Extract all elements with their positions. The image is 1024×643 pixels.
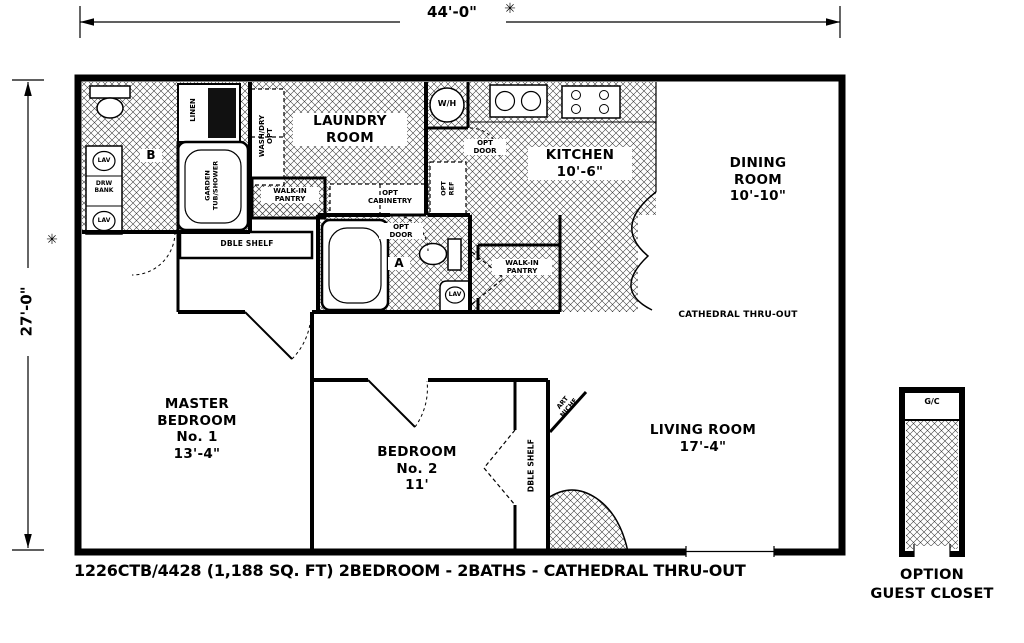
bottom-window [685, 546, 775, 557]
bank-line: BANK [94, 187, 114, 194]
cathedral-label: CATHEDRAL THRU-OUT [678, 310, 798, 320]
laundry-name-line1: LAUNDRY [313, 113, 387, 129]
opt-door-label-kitchen: OPT DOOR [464, 139, 506, 155]
lav-label-a: LAV [448, 291, 462, 298]
opt-ref-label: OPT REF [440, 169, 456, 209]
counters-and-curves [470, 82, 657, 553]
bath-b-letter: B [140, 149, 162, 162]
room-label-dining: DINING ROOM 10'-10" [712, 155, 804, 205]
kitchen-size: 10'-6" [556, 163, 604, 180]
room-label-bedroom2: BEDROOM No. 2 11' [364, 444, 470, 494]
exterior-walls [74, 74, 846, 556]
master-size: 13'-4" [173, 445, 221, 462]
lav-a [444, 286, 466, 304]
master-name-line2: BEDROOM [157, 412, 237, 429]
linen-label: LINEN [189, 98, 197, 122]
entry-tile-curve [547, 489, 629, 553]
dble-shelf-label-master: DBLE SHELF [220, 239, 274, 248]
opt-door2-line2: DOOR [389, 231, 413, 239]
opt-door-label-bath-a: OPT DOOR [379, 223, 423, 239]
plan-caption: 1226CTB/4428 (1,188 SQ. FT) 2BEDROOM - 2… [74, 561, 746, 580]
lav-label-b2: LAV [97, 217, 111, 224]
washer-dryer-label: WASH/DRY OPT [258, 108, 274, 164]
bedroom2-name: BEDROOM [377, 444, 457, 460]
kitchen-bar-curve [630, 191, 657, 311]
dim-width-label: 44'-0" [427, 3, 477, 21]
room-label-kitchen: KITCHEN 10'-6" [528, 147, 632, 180]
opt-cabinetry-label: OPT CABINETRY [352, 189, 428, 205]
interior-walls [82, 82, 588, 552]
opt-ref-line2: REF [447, 181, 455, 196]
guest-closet-structure [899, 387, 965, 557]
room-label-laundry: LAUNDRY ROOM [293, 113, 407, 146]
washdry-line1: WASH/DRY [258, 114, 266, 158]
water-heater-label: W/H [437, 99, 457, 108]
dimension-lines [12, 6, 841, 551]
kitchen-name: KITCHEN [545, 147, 615, 163]
dining-name-line2: ROOM [734, 171, 782, 188]
walkin2-line1: WALK-IN [505, 259, 539, 267]
walkin1-line2: PANTRY [274, 195, 306, 203]
fixtures [85, 83, 621, 312]
dim-width-asterisk: ✳ [504, 1, 516, 17]
dble-shelf-label-bedroom2: DBLE SHELF [526, 438, 536, 493]
opt-door-line2: DOOR [473, 147, 497, 155]
master-number: No. 1 [176, 429, 218, 445]
toilet-b-bowl [96, 97, 124, 119]
opt-cab-line2: CABINETRY [368, 197, 412, 205]
garden-tub-label: GARDEN TUB/SHOWER [204, 148, 220, 224]
room-label-living: LIVING ROOM 17'-4" [640, 422, 766, 455]
range [561, 85, 621, 119]
lav-b1 [92, 150, 116, 172]
dim-height-label: 27'-0" [17, 286, 36, 337]
walkin-pantry-label-2: WALK-IN PANTRY [492, 259, 552, 275]
option-guest-closet-label: OPTION GUEST CLOSET [866, 566, 998, 604]
bedroom2-number: No. 2 [396, 460, 438, 477]
walkin2-line2: PANTRY [506, 267, 538, 275]
guest-closet-shelf-label: G/C [924, 397, 940, 406]
toilet-a-tank [447, 238, 462, 271]
garden-tub-line2: TUB/SHOWER [211, 160, 219, 211]
walkin1-line1: WALK-IN [273, 187, 307, 195]
lav-label-b1: LAV [97, 157, 111, 164]
master-name-line1: MASTER [164, 396, 230, 412]
walkin-pantry-label-1: WALK-IN PANTRY [261, 187, 319, 203]
laundry-name-line2: ROOM [326, 129, 374, 146]
opt-door-line1: OPT [477, 139, 493, 147]
opt-cab-line1: OPT [382, 189, 398, 197]
option-line2: GUEST CLOSET [870, 586, 994, 602]
opt-door2-line1: OPT [393, 223, 409, 231]
dim-height-asterisk: ✳ [46, 232, 58, 248]
opt-cabinetry-outline [329, 183, 429, 216]
drw-line: DRW [95, 180, 113, 187]
bedroom2-size: 11' [405, 477, 429, 493]
linen-shelving [208, 88, 236, 138]
living-name: LIVING ROOM [649, 422, 757, 438]
water-heater [429, 87, 465, 123]
drw-bank-label: DRW BANK [87, 180, 121, 194]
room-label-master-bedroom: MASTER BEDROOM No. 1 13'-4" [134, 396, 260, 462]
option-line1: OPTION [900, 567, 964, 583]
washdry-line2: OPT [266, 128, 274, 144]
toilet-a-bowl [418, 242, 448, 266]
living-size: 17'-4" [679, 438, 727, 455]
dining-name-line1: DINING [729, 155, 787, 171]
bath-a-letter: A [388, 257, 410, 270]
dining-size: 10'-10" [729, 188, 787, 204]
toilet-b-tank [89, 85, 131, 99]
